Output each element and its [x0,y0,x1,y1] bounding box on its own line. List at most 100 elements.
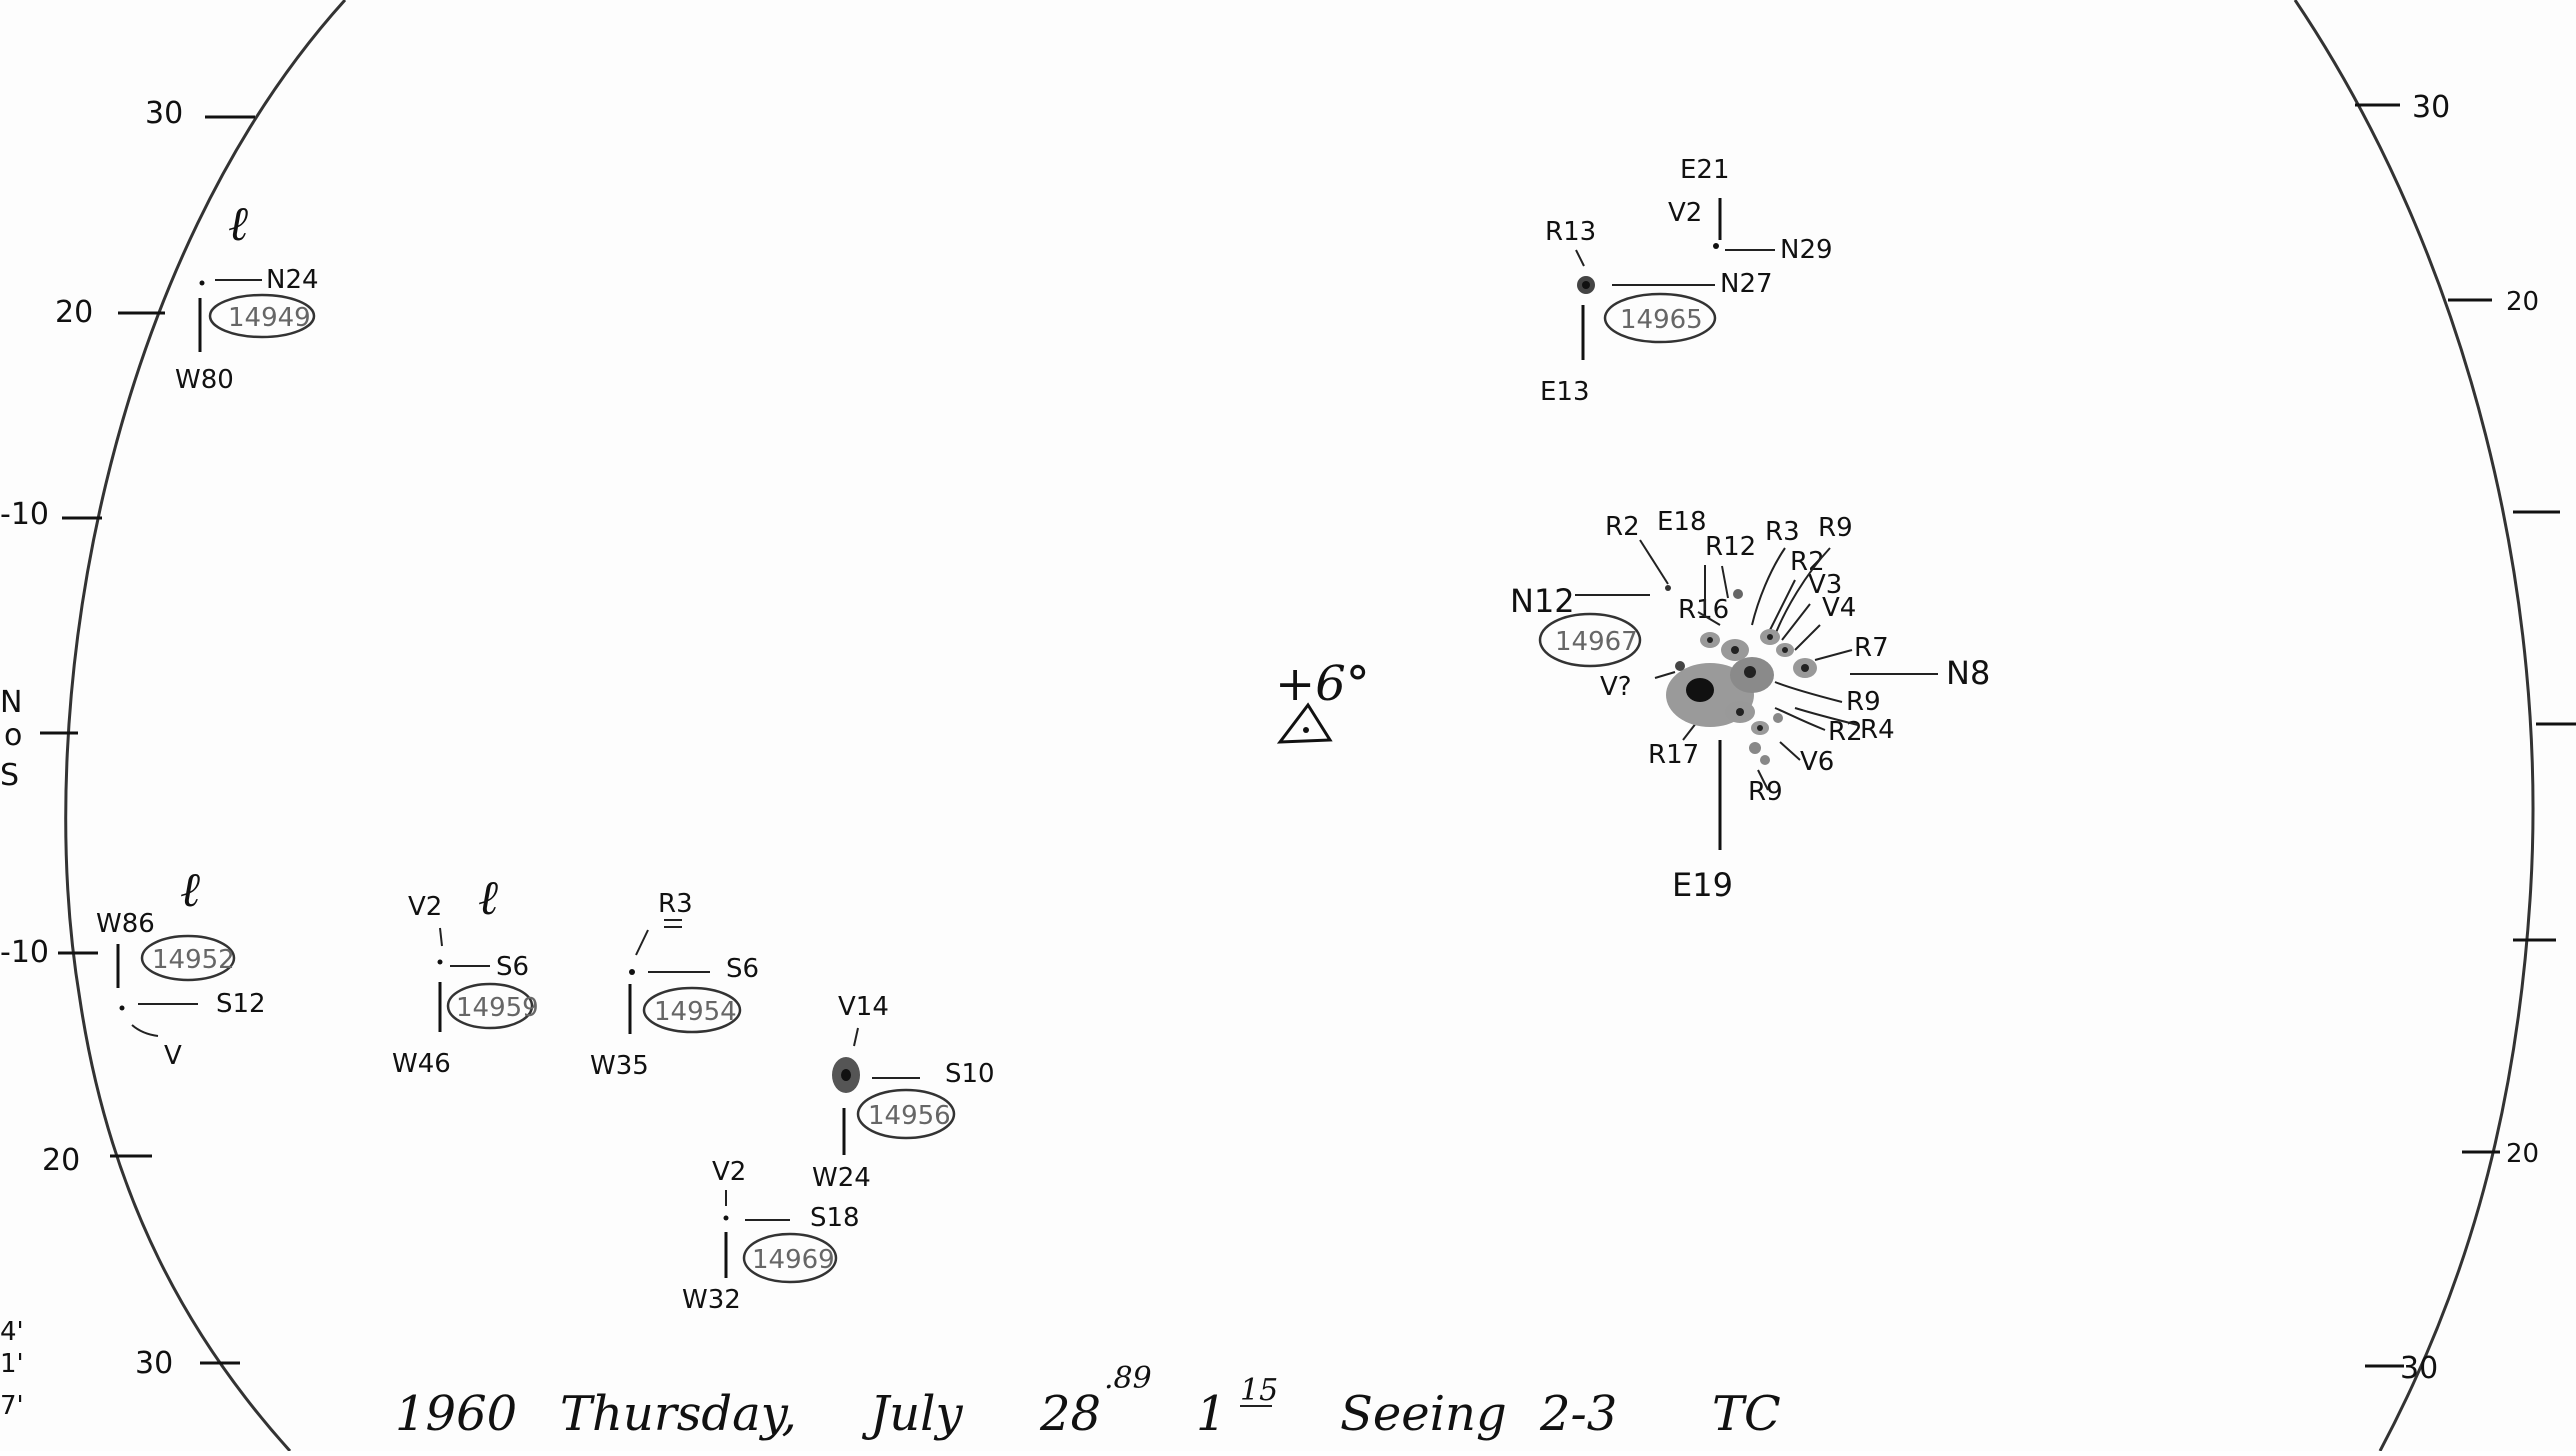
group-spot-label: V? [1600,672,1632,702]
equator-north-label: N [0,685,22,720]
group-latitude: S12 [216,989,266,1019]
group-number: 14949 [228,303,311,333]
b0-angle-label: +6° [1275,656,1370,712]
edge-note: 4' 1' 7' [0,1317,24,1421]
lat-label: 20 [2506,287,2539,317]
sunspot [1760,755,1770,765]
lat-label: 20 [42,1143,80,1178]
footer-date-fraction: .89 [1104,1361,1152,1396]
group-right-label: N8 [1946,654,1990,692]
footer-minutes: 15 [1240,1373,1278,1408]
group-number: 14959 [456,993,539,1023]
group-longitude: W80 [175,365,234,395]
sunspot [1675,661,1685,671]
sunspot [1665,585,1671,591]
group-longitude: W24 [812,1163,871,1193]
sunspot-group-14965: E21 V2 N29 R13 N27 14965 E13 [1540,155,1833,407]
group-spot-label: R3 [1765,517,1800,547]
lat-label: 30 [145,96,183,131]
group-spot-class: R13 [1545,217,1596,247]
group-spot-class: V [164,1041,182,1071]
group-longitude: W46 [392,1049,451,1079]
sunspot-group-14956: V14 S10 14956 W24 [812,992,995,1193]
group-mark: ℓ [478,870,498,926]
footer-hour: 1 [1196,1386,1227,1442]
group-mark: ℓ [180,862,200,918]
lat-label: -10 [0,935,49,970]
sunspot-group-14967: R2 E18 R12 R3 R9 R2 V3 V4 R16 R7 V? R9 R… [1510,507,1990,904]
group-spot-class: V2 [712,1157,746,1187]
lat-label: 20 [2506,1139,2539,1169]
lat-label: -10 [0,497,49,532]
solar-limb-left [64,0,347,1453]
observation-footer: 1960 Thursday, July 28 .89 1 15 Seeing 2… [395,1361,1781,1442]
group-spot-label: R17 [1648,740,1699,770]
group-spot-label: R2 [1605,512,1640,542]
group-latitude: S10 [945,1059,995,1089]
sunspot [1773,713,1783,723]
sunspot [1749,742,1761,754]
sunspot-group-14959: V2 ℓ S6 14959 W46 [392,870,539,1079]
group-mark: ℓ [228,196,248,252]
sunspot-group-14954: R3 S6 14954 W35 [590,889,759,1081]
edge-note-line-2: 1' [0,1349,24,1379]
right-latitude-scale: 30 20 20 30 [2355,90,2576,1386]
sunspot-group-14969: V2 S18 14969 W32 [682,1157,860,1315]
group-spot-class: R3 [658,889,693,919]
group-spot-label: R12 [1705,532,1756,562]
group-number: 14967 [1555,627,1638,657]
group-latitude: N27 [1720,269,1773,299]
group-spot-class: V2 [408,892,442,922]
group-spot-label: R9 [1846,687,1881,717]
lat-label: 30 [2412,90,2450,125]
group-latitude: N12 [1510,582,1575,620]
group-number: 14965 [1620,305,1703,335]
equator-label: o [4,718,22,753]
group-latitude-2: N29 [1780,235,1833,265]
sunspot-group-14952: ℓ W86 14952 S12 V [96,862,266,1071]
group-number: 14954 [654,997,737,1027]
edge-note-line-1: 4' [0,1317,24,1347]
group-latitude: S6 [496,952,529,982]
footer-seeing-label: Seeing [1340,1386,1507,1442]
group-spot-label: R16 [1678,595,1729,625]
group-latitude: S6 [726,954,759,984]
group-latitude: N24 [266,265,319,295]
group-top-longitude: E21 [1680,155,1730,185]
equator-south-label: S [0,758,19,793]
solar-limb-right [2293,0,2535,1452]
footer-month: July [861,1386,964,1442]
group-top-longitude: E18 [1657,507,1707,537]
group-longitude: W32 [682,1285,741,1315]
footer-seeing-value: 2-3 [1539,1386,1617,1442]
sunspot-group-14949: ℓ N24 14949 W80 [175,196,319,395]
disk-center-marker: +6° [1275,656,1370,744]
lat-label: 20 [55,295,93,330]
group-spot-label: R9 [1748,777,1783,807]
sunspot [1733,589,1743,599]
footer-year: 1960 [395,1386,517,1442]
edge-note-line-3: 7' [0,1391,24,1421]
group-spot-label: V6 [1800,747,1834,777]
group-number: 14952 [152,945,235,975]
group-longitude: W35 [590,1051,649,1081]
group-spot-class: V2 [1668,198,1702,228]
group-spot-class: V14 [838,992,889,1022]
group-spot-label: R4 [1860,715,1895,745]
group-spot-label: R7 [1854,633,1889,663]
footer-observer: TC [1712,1386,1781,1442]
group-spot-label: V3 [1808,570,1842,600]
footer-date: 28 [1039,1386,1101,1442]
group-longitude: W86 [96,909,155,939]
group-latitude: S18 [810,1203,860,1233]
group-longitude: E19 [1672,866,1733,904]
lat-label: 30 [135,1346,173,1381]
lat-label: 30 [2400,1351,2438,1386]
footer-day: Thursday, [560,1386,797,1442]
group-number: 14956 [868,1101,951,1131]
center-triangle-icon [1276,702,1333,744]
group-number: 14969 [752,1245,835,1275]
group-spot-label: V4 [1822,593,1856,623]
